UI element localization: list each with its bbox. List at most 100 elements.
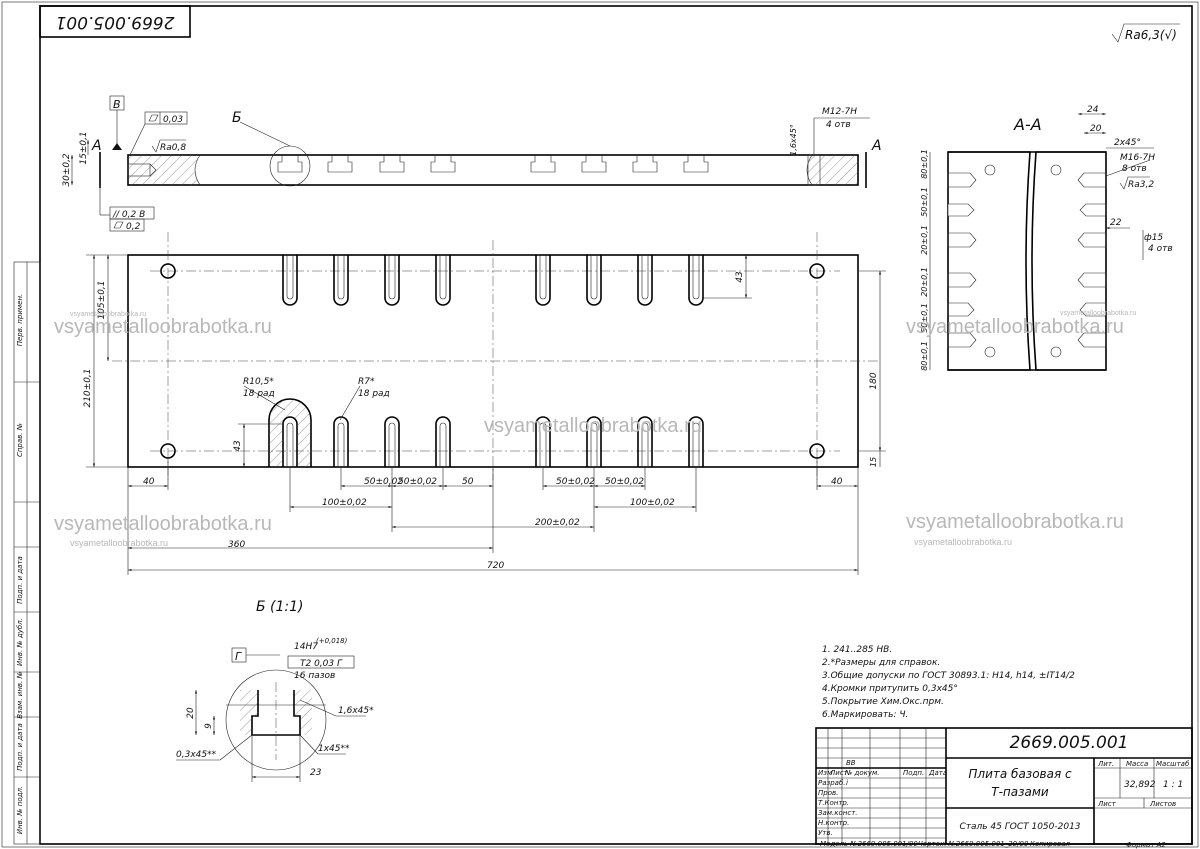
tol-flat2: 0,2 [126, 222, 141, 232]
tb-row-4: Дата [928, 769, 947, 777]
ra-left: Ra0,8 [160, 143, 186, 153]
left-strip: Перв. примен. Справ. № Подп. и дата Инв.… [13, 261, 41, 845]
watermark-1-small: vsyametalloobrabotka.ru [70, 311, 146, 318]
r105-count: 18 рад [243, 389, 275, 399]
tb-mass: 32,892 [1124, 780, 1156, 790]
aa-dim-20b: 20±0,1 [920, 267, 929, 297]
watermark-2: vsyametalloobrabotka.ru [484, 415, 702, 437]
footer: Модель №2669.005.001/00 Чертеж №2669.005… [820, 840, 1166, 849]
flatness-value: 0,03 [163, 115, 183, 125]
note-4: 4.Кромки притупить 0,3х45° [822, 684, 958, 694]
aa-dim-50: 50±0,1 [920, 187, 929, 217]
dim-50-1: 50±0,02 [364, 477, 403, 487]
dim-15-right: 15 [869, 457, 878, 467]
aa-thread-count: 8 отв [1122, 164, 1147, 174]
strip-label-2: Подп. и дата [16, 556, 24, 604]
roughness-symbol [1111, 23, 1180, 43]
footer-format: Формат А2 [1126, 841, 1166, 849]
tb-row-3: Подп. [903, 769, 924, 777]
aa-dim-80a: 80±0,1 [920, 149, 929, 179]
watermark-5-small: vsyametalloobrabotka.ru [914, 537, 1012, 547]
tb-sheet: Лист [1097, 800, 1117, 808]
label-b: Б [232, 110, 242, 126]
chamfer-top: 1,6х45° [789, 124, 798, 156]
watermark-5: vsyametalloobrabotka.ru [906, 511, 1124, 533]
note-3: 3.Общие допуски по ГОСТ 30893.1: Н14, h1… [822, 671, 1075, 681]
tb-role-i: i [846, 779, 848, 787]
dim-43-bot: 43 [233, 440, 243, 452]
strip-label-0: Перв. примен. [16, 294, 24, 347]
tb-col-lit: Лит. [1097, 760, 1114, 768]
tb-col-mass: Масса [1126, 760, 1148, 768]
strip-label-3: Инв. № дубл. [16, 618, 24, 666]
tol-parallel: // 0,2 В [112, 210, 145, 220]
tb-name-1: Плита базовая с [968, 767, 1072, 781]
dim-180: 180 [869, 372, 879, 389]
dim-40-left: 40 [143, 477, 155, 487]
detail-chamfer3: 1х45** [318, 744, 350, 754]
detail-tol-sym: Т2 0,03 Г [300, 659, 343, 669]
label-a-right: А [871, 138, 882, 154]
footer-model: Модель №2669.005.001/00 [820, 840, 918, 848]
tb-designation: 2669.005.001 [1010, 733, 1129, 753]
aa-d15-count: 4 отв [1148, 244, 1173, 254]
aa-dim-24: 24 [1087, 105, 1099, 115]
aa-dim-80b: 80±0,1 [920, 341, 929, 371]
note-1: 1. 241..285 НВ. [822, 645, 892, 655]
top-view: Б А А В 0,03 // 0,2 В 0,2 Ra0,8 15±0,1 3… [62, 95, 882, 232]
aa-dim-50b: 50±0,1 [920, 303, 929, 333]
tb-role-3: Зам.конст. [818, 809, 858, 817]
tb-row-2: № докум. [844, 769, 880, 777]
tb-row-0: Изм [818, 769, 833, 777]
tech-notes: 1. 241..285 НВ. 2.*Размеры для справок. … [822, 645, 1075, 720]
detail-chamfer2: 0,3х45** [176, 750, 217, 760]
thread-count: 4 отв [826, 120, 851, 130]
strip-label-4: Взам. инв. № [16, 671, 24, 719]
dim-50-3: 50 [462, 477, 474, 487]
detail-dim-20: 20 [186, 707, 196, 719]
tb-name-2: Т-пазами [991, 785, 1049, 799]
r7: R7* [358, 377, 375, 387]
dim-100-1: 100±0,02 [322, 498, 367, 508]
r7-count: 18 рад [358, 389, 390, 399]
thread-label: М12-7Н [822, 107, 857, 117]
detail-b: Б (1:1) Г 14Н7 (+0,018) Т2 0,03 Г 16 паз… [176, 599, 374, 782]
r105: R10,5* [243, 377, 274, 387]
dim-105: 105±0,1 [97, 280, 107, 319]
datum-v: В [113, 98, 121, 111]
dim-50-5: 50±0,02 [605, 477, 644, 487]
tb-rev: ВВ [846, 759, 856, 767]
detail-datum: Г [235, 650, 242, 663]
note-6: 6.Маркировать: Ч. [822, 710, 908, 720]
watermark-3: vsyametalloobrabotka.ru [54, 513, 272, 535]
dim-40-right: 40 [831, 477, 843, 487]
detail-b-title: Б (1:1) [256, 599, 304, 615]
aa-d15: ф15 [1144, 233, 1163, 243]
detail-chamfer1: 1,6х45* [338, 706, 374, 716]
tb-role-5: Утв. [818, 829, 833, 837]
dim-360: 360 [228, 540, 245, 550]
tb-role-0: Разраб. [818, 779, 846, 787]
dim-30: 30±0,2 [62, 153, 72, 187]
plan-view: R10,5* 18 рад R7* 18 рад 210±0,1 105±0,1… [83, 232, 886, 575]
tb-row-1: Лист [829, 769, 849, 777]
aa-thread: М16-7Н [1120, 153, 1155, 163]
strip-label-1: Справ. № [16, 423, 24, 457]
watermark-4-small: vsyametalloobrabotka.ru [1060, 310, 1136, 317]
tb-role-4: Н.контр. [818, 819, 849, 827]
strip-label-5: Подп. и дата [16, 723, 24, 771]
detail-dim-9: 9 [204, 723, 214, 729]
watermark-1: vsyametalloobrabotka.ru [54, 316, 272, 338]
detail-fit-tol: (+0,018) [316, 637, 348, 645]
tb-col-scale: Масштаб [1156, 760, 1190, 768]
footer-drawing: Чертеж №2669.005.001_20/00 [918, 840, 1029, 848]
watermark-3-small: vsyametalloobrabotka.ru [70, 538, 168, 548]
title-block: ВВ Изм Лист № докум. Подп. Дата Разраб. … [815, 727, 1193, 845]
tb-material: Сталь 45 ГОСТ 1050-2013 [959, 822, 1080, 832]
section-aa: А-А 80±0,1 50±0,1 20±0,1 [920, 105, 1173, 371]
section-aa-title: А-А [1013, 115, 1042, 134]
strip-label-6: Инв. № подл. [16, 786, 24, 834]
dim-210: 210±0,1 [83, 368, 93, 407]
